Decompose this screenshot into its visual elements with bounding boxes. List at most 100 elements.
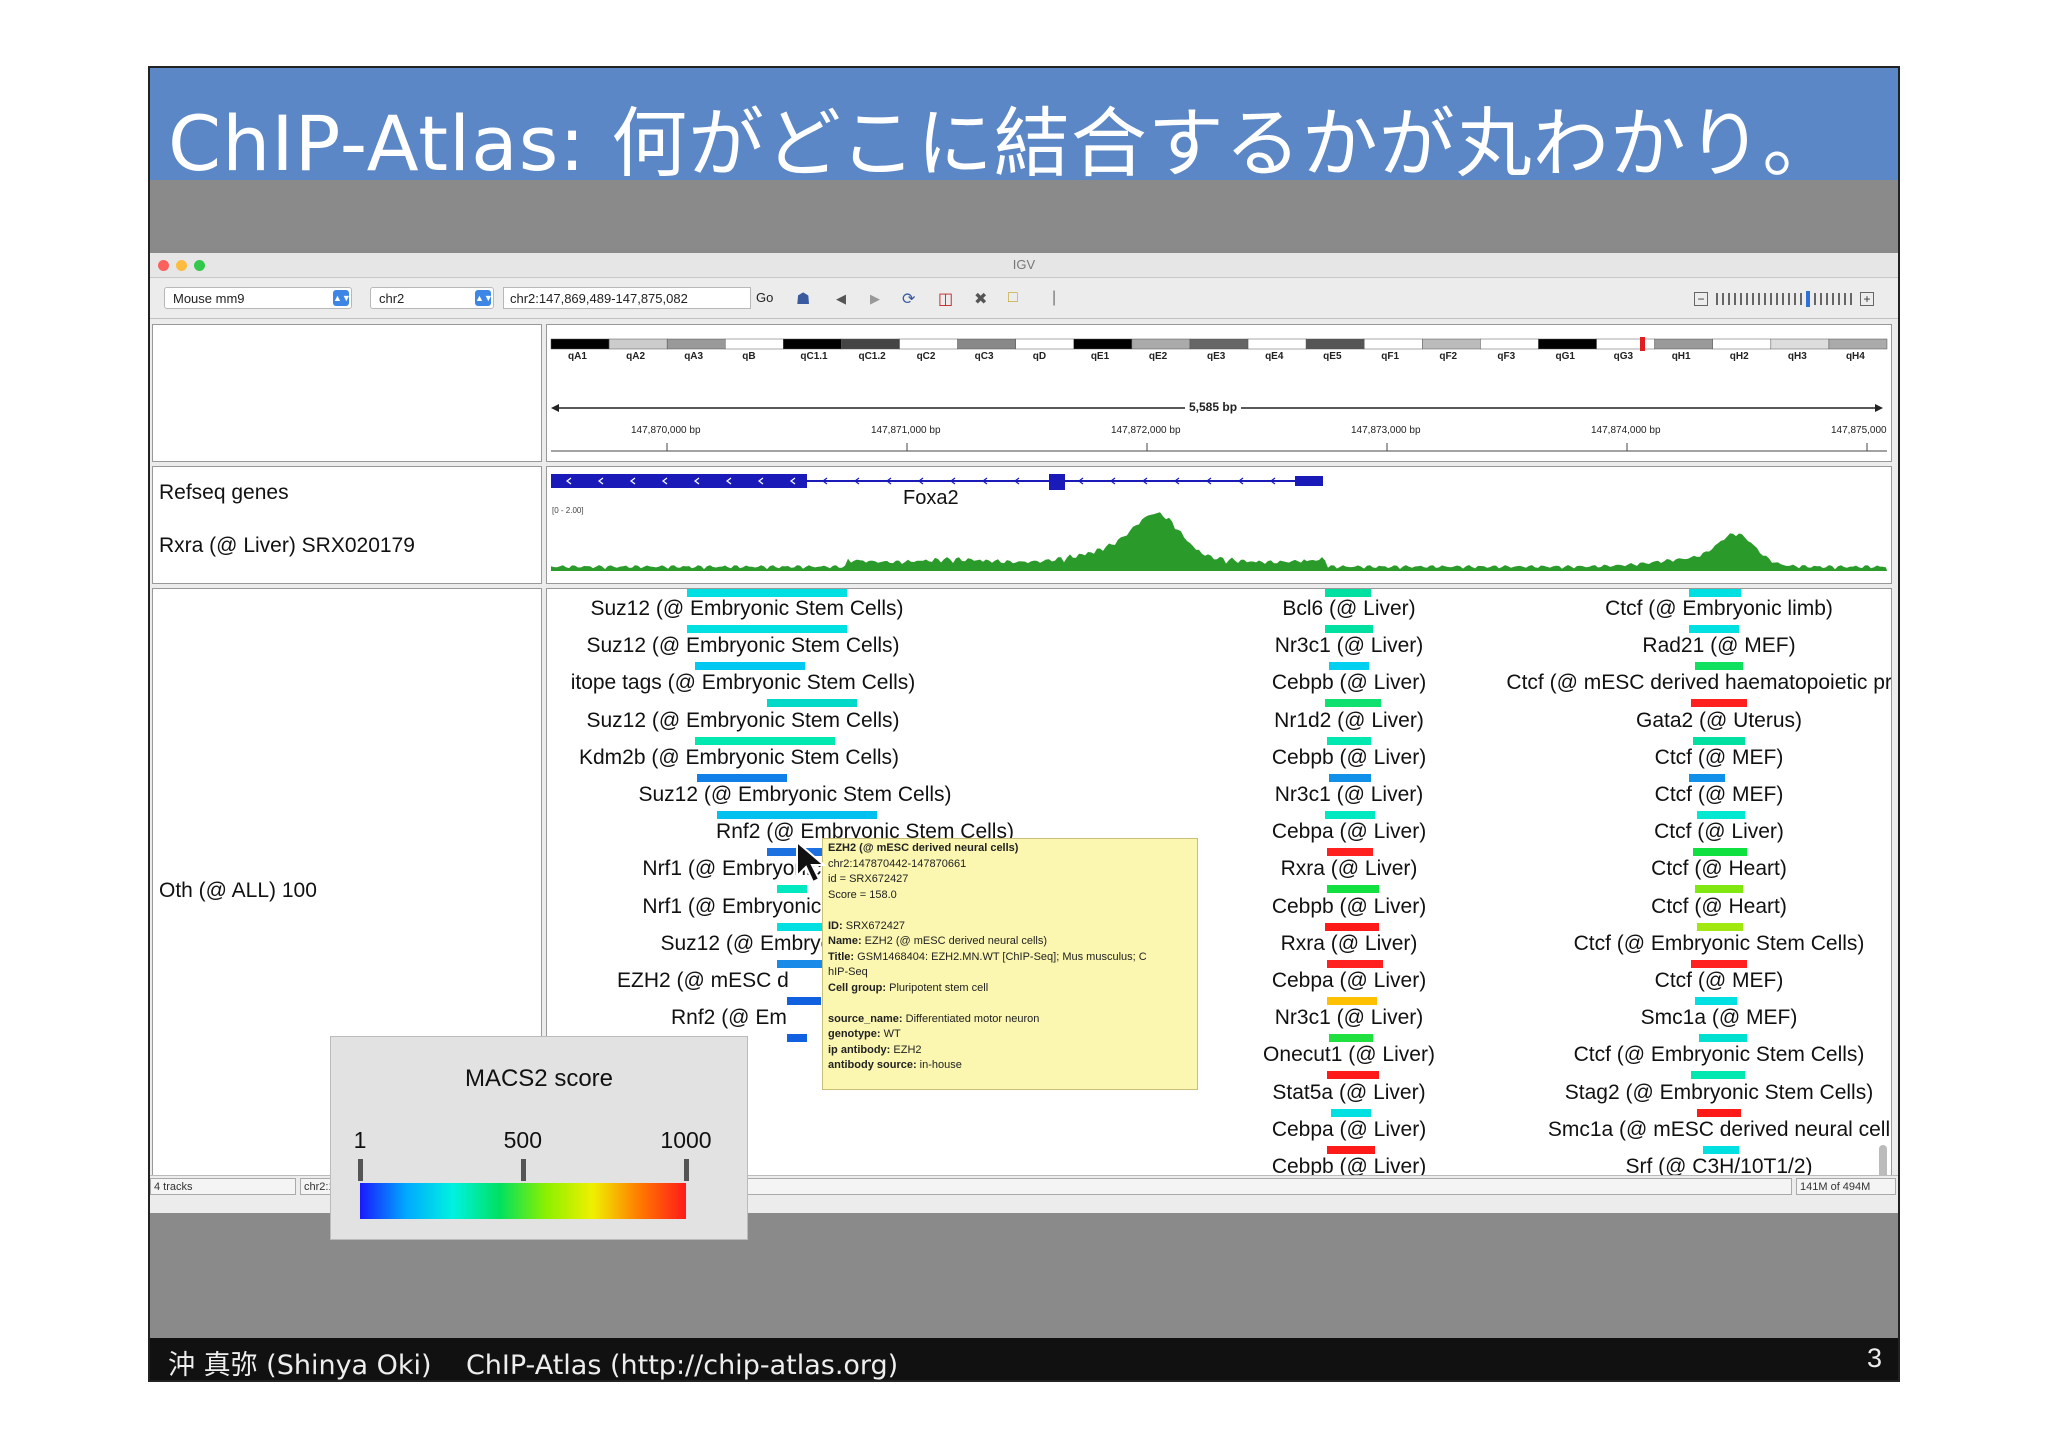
feature-bar[interactable] bbox=[687, 625, 847, 633]
feature-bar[interactable] bbox=[1691, 959, 1747, 968]
data-panel[interactable]: Foxa2 [0 - 2.00] bbox=[546, 466, 1892, 584]
feature-bar[interactable] bbox=[1327, 997, 1377, 1005]
feature-bar[interactable] bbox=[777, 885, 807, 894]
gene-name-label[interactable]: Foxa2 bbox=[903, 487, 959, 509]
oth-track-label[interactable]: Oth (@ ALL) 100 bbox=[159, 879, 317, 902]
feature-bar[interactable] bbox=[1689, 625, 1739, 633]
feature-bar[interactable] bbox=[1329, 773, 1371, 782]
feature-bar[interactable] bbox=[1327, 848, 1373, 857]
feature-label[interactable]: Gata2 (@ Uterus) bbox=[1635, 708, 1803, 732]
zoom-slider[interactable] bbox=[1716, 291, 1852, 307]
feature-bar[interactable] bbox=[1695, 885, 1743, 894]
feature-bar[interactable] bbox=[1689, 589, 1741, 597]
feature-label[interactable]: Rad21 (@ MEF) bbox=[1642, 634, 1796, 658]
rxra-track-label[interactable]: Rxra (@ Liver) SRX020179 bbox=[159, 534, 415, 557]
feature-bar[interactable] bbox=[1697, 922, 1743, 931]
feature-label[interactable]: Ctcf (@ Embryonic Stem Cells) bbox=[1573, 1043, 1865, 1067]
feature-bar[interactable] bbox=[697, 773, 787, 782]
feature-label[interactable]: Ctcf (@ Embryonic Stem Cells) bbox=[1573, 931, 1865, 955]
genome-select[interactable]: Mouse mm9 ▲▼ bbox=[164, 287, 352, 309]
feature-label[interactable]: Cebpb (@ Liver) bbox=[1271, 671, 1427, 695]
feature-label[interactable]: Ctcf (@ Heart) bbox=[1651, 857, 1787, 881]
data-name-panel[interactable]: Refseq genes Rxra (@ Liver) SRX020179 bbox=[152, 466, 542, 584]
feature-label[interactable]: Nr3c1 (@ Liver) bbox=[1274, 1006, 1424, 1030]
roi-icon[interactable]: ◫ bbox=[938, 291, 954, 308]
vertical-scrollbar[interactable] bbox=[1879, 1145, 1887, 1177]
feature-bar[interactable] bbox=[1325, 922, 1379, 931]
feature-label[interactable]: Stat5a (@ Liver) bbox=[1272, 1080, 1426, 1104]
feature-bar[interactable] bbox=[1695, 662, 1743, 671]
feature-bar[interactable] bbox=[1697, 811, 1745, 819]
feature-bar[interactable] bbox=[1329, 662, 1369, 671]
feature-label[interactable]: Ctcf (@ MEF) bbox=[1654, 745, 1784, 769]
resize-icon[interactable]: ✖ bbox=[974, 291, 988, 308]
feature-label[interactable]: Kdm2b (@ Embryonic Stem Cells) bbox=[578, 745, 900, 769]
feature-label[interactable]: Smc1a (@ MEF) bbox=[1640, 1006, 1798, 1030]
feature-label[interactable]: Stag2 (@ Embryonic Stem Cells) bbox=[1564, 1080, 1874, 1104]
feature-bar[interactable] bbox=[767, 699, 857, 708]
feature-bar[interactable] bbox=[1693, 736, 1745, 745]
forward-arrow-icon[interactable]: ▶ bbox=[870, 291, 880, 306]
zoom-in-icon[interactable]: + bbox=[1860, 292, 1874, 306]
zoom-widget[interactable]: − + bbox=[1694, 291, 1874, 307]
feature-bar[interactable] bbox=[695, 736, 835, 745]
feature-label[interactable]: Ctcf (@ Liver) bbox=[1654, 820, 1784, 844]
feature-label[interactable]: Cebpa (@ Liver) bbox=[1271, 969, 1427, 992]
feature-label[interactable]: Suz12 (@ Embryonic Stem Cells) bbox=[590, 597, 904, 620]
feature-label[interactable]: EZH2 (@ mESC d bbox=[617, 969, 789, 992]
home-icon[interactable]: ☗ bbox=[796, 291, 811, 308]
feature-label[interactable]: Cebpb (@ Liver) bbox=[1271, 745, 1427, 769]
feature-label[interactable]: Bcl6 (@ Liver) bbox=[1282, 597, 1416, 620]
feature-label[interactable]: Suz12 (@ Embryonic Stem Cells) bbox=[586, 634, 900, 658]
feature-label[interactable]: Nr3c1 (@ Liver) bbox=[1274, 783, 1424, 806]
popup-info-icon[interactable]: □ bbox=[1008, 289, 1018, 306]
feature-label[interactable]: Ctcf (@ Embryonic limb) bbox=[1605, 597, 1833, 620]
refseq-track-label[interactable]: Refseq genes bbox=[159, 481, 289, 504]
feature-label[interactable]: Onecut1 (@ Liver) bbox=[1263, 1043, 1435, 1067]
feature-bar[interactable] bbox=[1327, 959, 1383, 968]
feature-bar[interactable] bbox=[787, 1034, 807, 1043]
feature-bar[interactable] bbox=[1691, 1071, 1745, 1080]
feature-label[interactable]: Rxra (@ Liver) bbox=[1280, 857, 1418, 881]
zoom-window-button[interactable] bbox=[194, 260, 205, 271]
feature-label[interactable]: Rnf2 (@ Embryonic Stem Cells) bbox=[716, 820, 1014, 844]
feature-label[interactable]: Suz12 (@ Embryonic Stem Cells) bbox=[638, 783, 952, 806]
feature-bar[interactable] bbox=[1691, 699, 1747, 708]
feature-label[interactable]: Srf (@ C3H/10T1/2) bbox=[1625, 1155, 1813, 1178]
feature-label[interactable]: Nr1d2 (@ Liver) bbox=[1274, 708, 1424, 732]
feature-bar[interactable] bbox=[1703, 1145, 1739, 1154]
feature-label[interactable]: itope tags (@ Embryonic Stem Cells) bbox=[570, 671, 916, 695]
feature-label[interactable]: Rxra (@ Liver) bbox=[1280, 931, 1418, 955]
ideogram-svg[interactable] bbox=[547, 325, 1891, 461]
feature-bar[interactable] bbox=[1327, 1071, 1379, 1080]
feature-label[interactable]: Ctcf (@ Heart) bbox=[1651, 894, 1787, 918]
feature-bar[interactable] bbox=[1325, 625, 1373, 633]
feature-bar[interactable] bbox=[1697, 1108, 1741, 1117]
locus-input[interactable]: chr2:147,869,489-147,875,082 bbox=[503, 287, 751, 309]
feature-label[interactable]: Smc1a (@ mESC derived neural cell bbox=[1547, 1117, 1891, 1141]
feature-popup[interactable]: EZH2 (@ mESC derived neural cells)chr2:1… bbox=[822, 838, 1198, 1090]
feature-bar[interactable] bbox=[1695, 997, 1737, 1005]
feature-label[interactable]: Nr3c1 (@ Liver) bbox=[1274, 634, 1424, 658]
feature-label[interactable]: Ctcf (@ MEF) bbox=[1654, 783, 1784, 806]
feature-bar[interactable] bbox=[1327, 885, 1379, 894]
feature-bar[interactable] bbox=[1331, 1108, 1371, 1117]
minimize-window-button[interactable] bbox=[176, 260, 187, 271]
gene-track-svg[interactable] bbox=[547, 467, 1891, 583]
feature-bar[interactable] bbox=[1325, 811, 1375, 819]
feature-label[interactable]: Cebpa (@ Liver) bbox=[1271, 1117, 1427, 1141]
back-arrow-icon[interactable]: ◀ bbox=[836, 291, 846, 306]
feature-bar[interactable] bbox=[1689, 773, 1725, 782]
feature-bar[interactable] bbox=[1699, 1034, 1747, 1043]
feature-bar[interactable] bbox=[1693, 848, 1747, 857]
feature-bar[interactable] bbox=[1329, 1034, 1373, 1043]
refresh-icon[interactable]: ⟳ bbox=[902, 291, 916, 308]
chromosome-select[interactable]: chr2 ▲▼ bbox=[370, 287, 494, 309]
zoom-out-icon[interactable]: − bbox=[1694, 292, 1708, 306]
feature-label[interactable]: Cebpb (@ Liver) bbox=[1271, 1155, 1427, 1178]
feature-label[interactable]: Suz12 (@ Embryonic Stem Cells) bbox=[586, 708, 900, 732]
feature-bar[interactable] bbox=[687, 589, 847, 597]
feature-label[interactable]: Cebpa (@ Liver) bbox=[1271, 820, 1427, 844]
feature-bar[interactable] bbox=[717, 811, 877, 819]
